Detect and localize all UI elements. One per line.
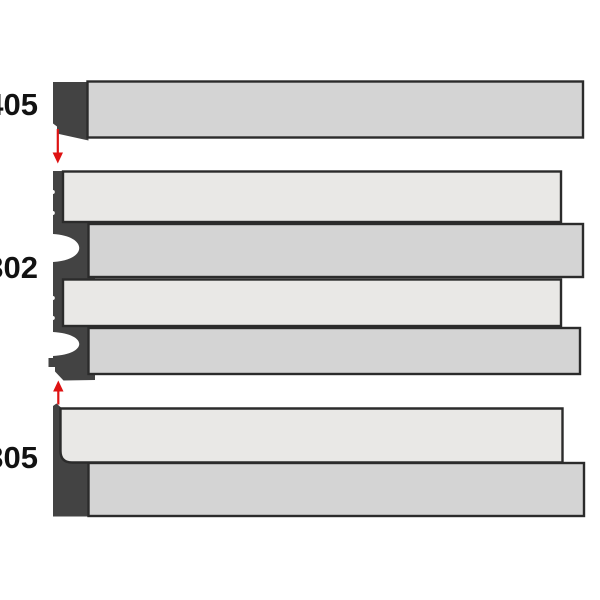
profile-305 bbox=[53, 403, 586, 518]
panel-bar-302-3 bbox=[61, 278, 563, 328]
panel-bar-302-1 bbox=[61, 170, 563, 224]
arrow-down-icon bbox=[52, 129, 63, 164]
profile-302 bbox=[48, 170, 585, 381]
clip-dimple bbox=[50, 316, 55, 320]
panel-bar-302-4 bbox=[87, 326, 582, 376]
panel-bar-405 bbox=[86, 80, 585, 139]
panel-bar-302-2 bbox=[87, 222, 585, 279]
part-label-305: 305 bbox=[0, 440, 38, 475]
part-label-405: 405 bbox=[0, 87, 38, 122]
clip-dimple bbox=[50, 190, 55, 194]
profile-405-dark-clip bbox=[53, 82, 89, 141]
profile-405 bbox=[53, 80, 585, 141]
profile-302-dark-clip bbox=[48, 171, 95, 381]
clip-dimple bbox=[50, 296, 55, 300]
panel-bar-305-2 bbox=[87, 461, 586, 518]
panel-bar-305-1 bbox=[59, 407, 564, 464]
part-label-302: 302 bbox=[0, 250, 38, 285]
clip-dimple bbox=[50, 211, 55, 215]
arrow-up-icon bbox=[53, 380, 64, 405]
